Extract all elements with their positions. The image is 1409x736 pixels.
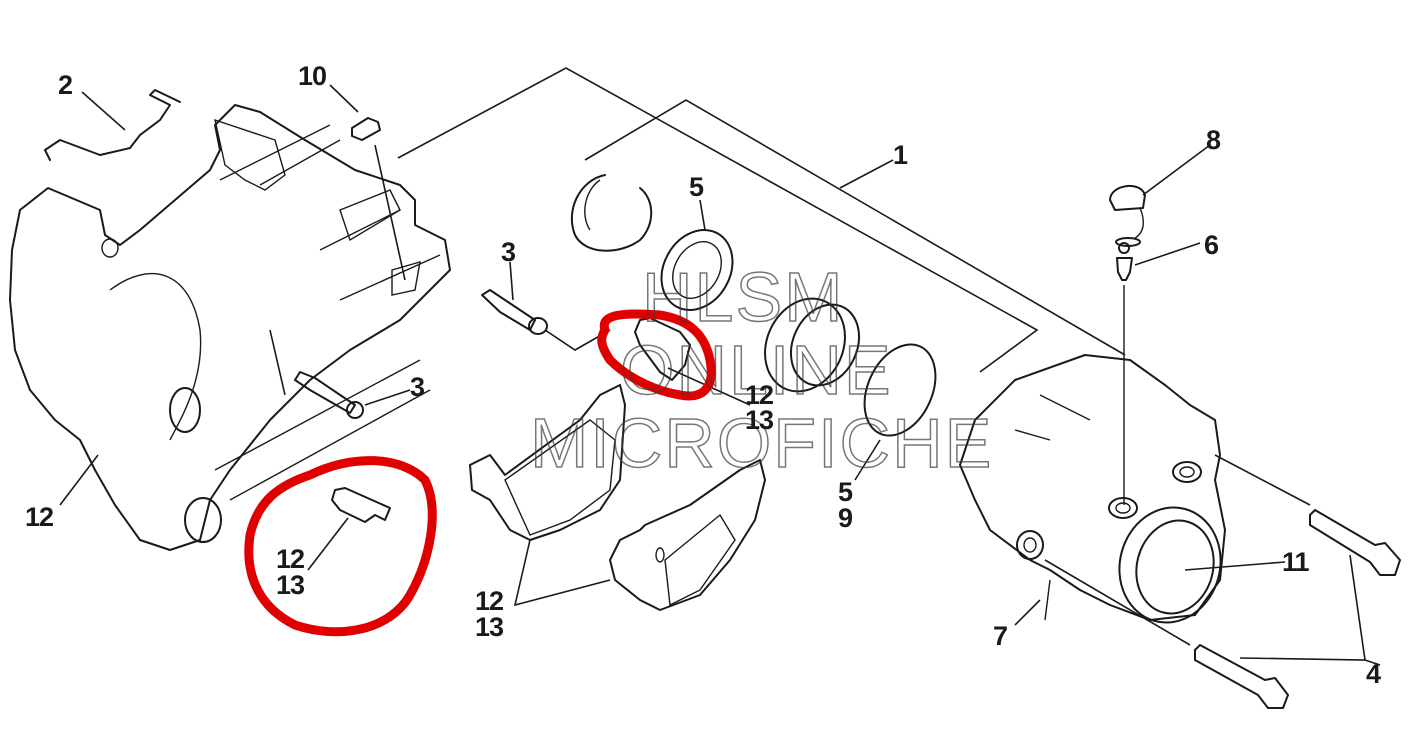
watermark-microfiche: MICROFICHE <box>529 404 994 482</box>
callout-5-oring: 5 <box>838 477 853 507</box>
callout-12-pads: 12 <box>475 586 504 616</box>
part-8-bleeder-cap <box>1109 144 1211 247</box>
part-4-bolt-lower <box>1044 554 1381 709</box>
part-5-snap-ring <box>570 174 653 252</box>
part-12-13-brake-pad-rear <box>513 459 766 611</box>
part-piston <box>764 297 861 393</box>
watermark-online: ONLINE <box>619 331 893 409</box>
callout-13-upper-clip: 13 <box>745 405 774 435</box>
part-5-seal <box>660 199 734 311</box>
part-5-9-oring <box>854 343 937 481</box>
callout-6: 6 <box>1204 230 1219 260</box>
highlight-circle-lower-clip <box>244 456 437 637</box>
part-3-bolt-left <box>269 329 411 419</box>
callout-9: 9 <box>838 503 853 533</box>
watermark-hlsm: HLSM <box>641 258 845 336</box>
callout-3-left: 3 <box>410 372 425 402</box>
callout-12-upper-clip: 12 <box>745 380 774 410</box>
part-2-spring <box>44 89 181 161</box>
part-7-caliper-housing <box>959 354 1286 626</box>
callout-8: 8 <box>1206 125 1221 155</box>
callout-13-lower-clip: 13 <box>276 570 305 600</box>
part-12-13-brake-pad-front <box>469 384 626 541</box>
group-bracket-1 <box>397 67 1126 373</box>
part-3-bolt-right <box>481 261 611 351</box>
callout-11: 11 <box>1282 547 1310 577</box>
callout-3-right: 3 <box>501 237 516 267</box>
callout-7: 7 <box>993 621 1008 651</box>
callout-12-bracket: 12 <box>25 502 54 532</box>
highlight-circle-upper-clip <box>597 309 716 401</box>
callout-13-pads: 13 <box>475 612 504 642</box>
part-4-bolt-upper <box>1214 454 1401 576</box>
callout-2: 2 <box>58 70 73 100</box>
part-12-13-pad-clip-lower <box>307 487 391 571</box>
callout-10: 10 <box>298 61 327 91</box>
part-12-mounting-bracket <box>9 104 451 551</box>
callout-1: 1 <box>893 140 908 170</box>
callout-4: 4 <box>1366 659 1381 689</box>
callout-12-lower-clip: 12 <box>276 544 305 574</box>
highlight-circles <box>244 309 716 637</box>
part-10-key <box>329 84 421 296</box>
part-6-bleeder-valve <box>1116 242 1201 505</box>
callout-5-seal: 5 <box>689 172 704 202</box>
